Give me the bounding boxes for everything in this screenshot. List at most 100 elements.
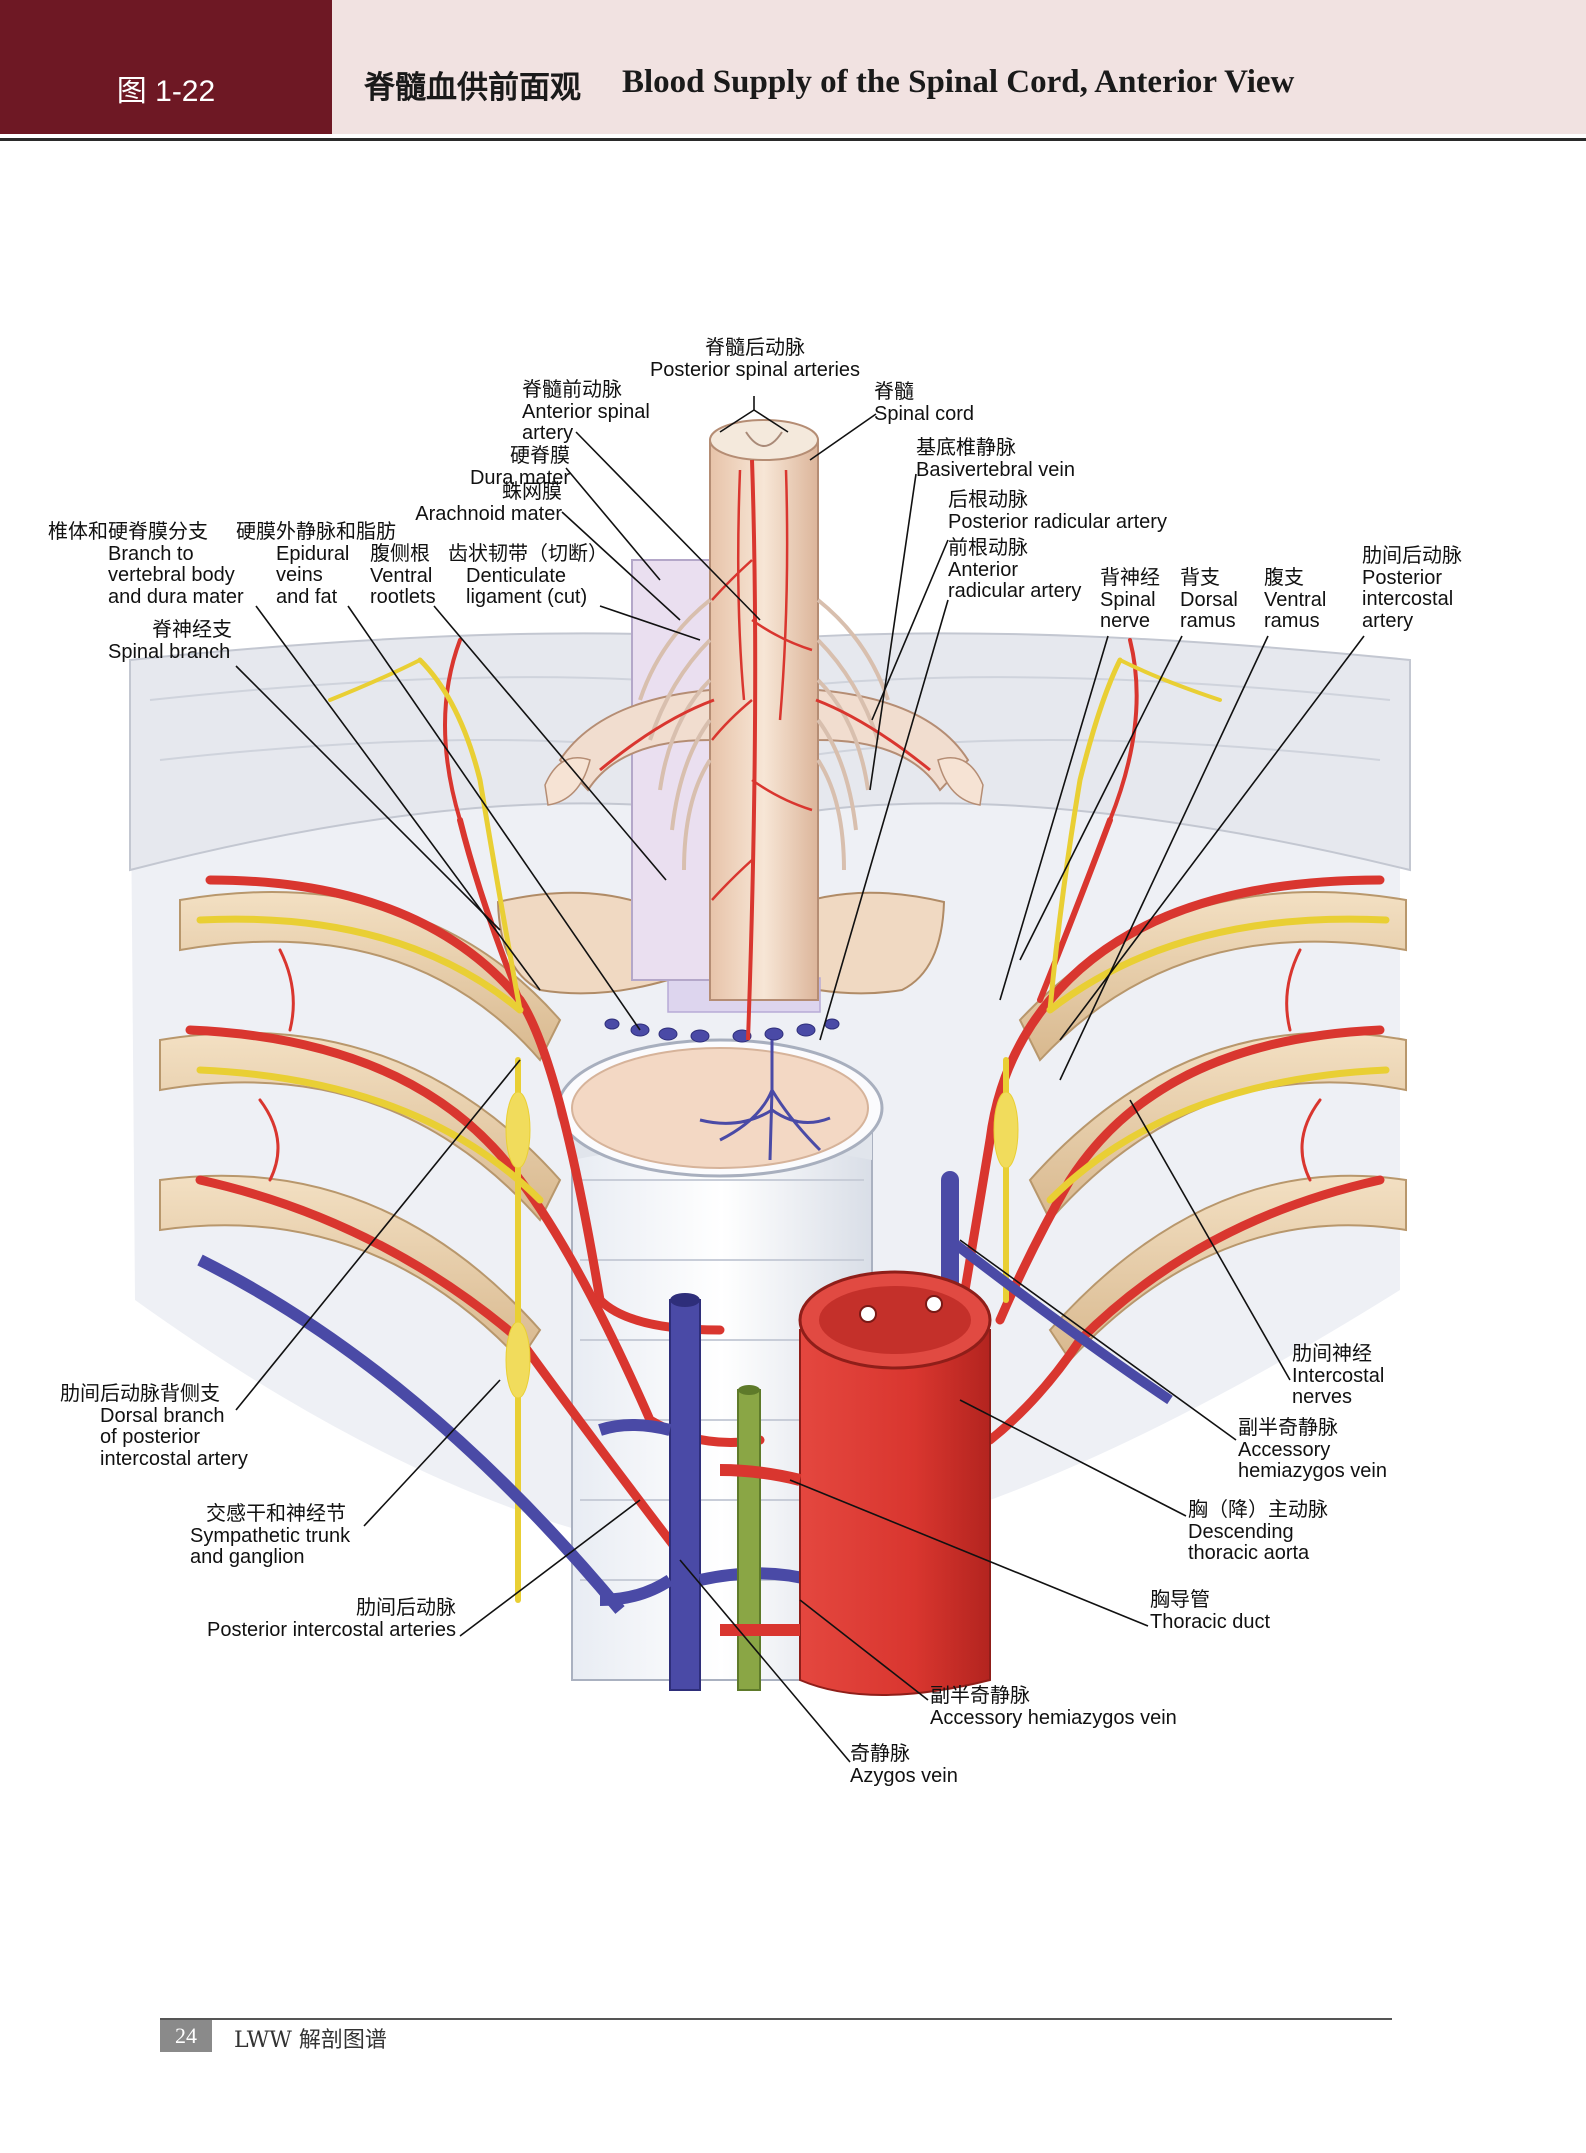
label-posterior-intercostal-arteries: 肋间后动脉 Posterior intercostal arteries bbox=[190, 1597, 456, 1641]
label-en: of posterior bbox=[100, 1426, 201, 1448]
label-en: Posterior intercostal arteries bbox=[207, 1618, 456, 1641]
label-dorsal-branch-posterior-intercostal: 肋间后动脉背侧支 Dorsal branch of posterior inte… bbox=[60, 1383, 248, 1470]
label-ventral-ramus: 腹支 Ventral ramus bbox=[1264, 567, 1326, 633]
label-cn: 脊髓 bbox=[874, 381, 914, 403]
label-cn: 脊髓前动脉 bbox=[522, 379, 622, 401]
spinal-arteries bbox=[599, 459, 931, 1041]
azygos-vein bbox=[197, 1254, 701, 1691]
label-en: Posterior bbox=[1362, 566, 1443, 589]
label-dorsal-ramus: 背支 Dorsal ramus bbox=[1180, 567, 1238, 633]
label-ventral-rootlets: 腹侧根 Ventral rootlets bbox=[370, 543, 436, 609]
label-en: Denticulate bbox=[466, 564, 567, 587]
figure-number-box: 图 1-22 bbox=[0, 0, 332, 134]
label-cn: 肋间后动脉背侧支 bbox=[60, 1383, 220, 1405]
label-cn: 肋间后动脉 bbox=[356, 1597, 456, 1619]
label-cn: 脊髓后动脉 bbox=[705, 337, 805, 359]
label-en: Accessory bbox=[1238, 1438, 1331, 1461]
label-accessory-hemiazygos-vein-right: 副半奇静脉 Accessory hemiazygos vein bbox=[1238, 1417, 1387, 1483]
label-en: ligament (cut) bbox=[466, 586, 588, 608]
label-dura-mater: 硬脊膜 Dura mater bbox=[430, 445, 570, 489]
label-spinal-branch: 脊神经支 Spinal branch bbox=[108, 619, 232, 663]
label-cn: 齿状韧带（切断） bbox=[448, 543, 608, 565]
label-anterior-radicular-artery: 前根动脉 Anterior radicular artery bbox=[948, 537, 1082, 603]
label-en: Spinal cord bbox=[874, 402, 975, 425]
ventral-rootlets bbox=[638, 598, 890, 871]
label-azygos-vein: 奇静脉 Azygos vein bbox=[850, 1743, 958, 1787]
label-en: Thoracic duct bbox=[1150, 1610, 1271, 1633]
label-en: Dura mater bbox=[469, 466, 570, 489]
label-en: Sympathetic trunk bbox=[190, 1524, 351, 1547]
label-en: Basivertebral vein bbox=[916, 458, 1075, 481]
page-number: 24 bbox=[160, 2020, 212, 2052]
label-en: Posterior radicular artery bbox=[948, 510, 1167, 533]
label-intercostal-nerves: 肋间神经 Intercostal nerves bbox=[1292, 1343, 1385, 1409]
basivertebral-vein bbox=[699, 1040, 831, 1161]
series-title: LWW 解剖图谱 bbox=[234, 2028, 387, 2053]
label-en: artery bbox=[522, 422, 574, 444]
label-en: nerves bbox=[1292, 1386, 1353, 1408]
figure-number: 图 1-22 bbox=[116, 75, 216, 108]
label-cn: 腹支 bbox=[1264, 567, 1304, 589]
label-en: veins bbox=[276, 564, 323, 586]
label-spinal-cord: 脊髓 Spinal cord bbox=[874, 381, 975, 425]
label-cn: 后根动脉 bbox=[948, 489, 1028, 511]
label-en: nerve bbox=[1100, 610, 1151, 632]
label-en: ramus bbox=[1264, 610, 1320, 632]
label-accessory-hemiazygos-vein-bottom: 副半奇静脉 Accessory hemiazygos vein bbox=[930, 1685, 1177, 1729]
label-cn: 硬膜外静脉和脂肪 bbox=[236, 521, 396, 543]
label-cn: 椎体和硬脊膜分支 bbox=[48, 521, 208, 543]
label-cn: 交感干和神经节 bbox=[206, 1503, 346, 1525]
label-en: Dorsal branch bbox=[100, 1404, 225, 1427]
label-cn: 背支 bbox=[1180, 567, 1220, 589]
label-en: intercostal bbox=[1362, 588, 1454, 610]
label-en: radicular artery bbox=[948, 580, 1082, 602]
label-en: and fat bbox=[276, 585, 338, 608]
posterior-intercostal-arteries bbox=[185, 638, 1385, 1585]
label-posterior-radicular-artery: 后根动脉 Posterior radicular artery bbox=[948, 489, 1167, 533]
title-english: Blood Supply of the Spinal Cord, Anterio… bbox=[622, 64, 1295, 100]
label-sympathetic-trunk: 交感干和神经节 Sympathetic trunk and ganglion bbox=[190, 1503, 351, 1569]
label-cn: 副半奇静脉 bbox=[1238, 1417, 1338, 1439]
label-denticulate-ligament: 齿状韧带（切断） Denticulate ligament (cut) bbox=[448, 543, 608, 609]
label-en: Anterior spinal bbox=[522, 400, 650, 423]
title-band bbox=[332, 0, 1586, 134]
label-cn: 脊神经支 bbox=[152, 619, 232, 641]
header-rule bbox=[0, 138, 1586, 141]
label-arachnoid-mater: 蛛网膜 Arachnoid mater bbox=[390, 481, 562, 525]
label-cn: 硬脊膜 bbox=[510, 445, 570, 467]
title-chinese: 脊髓血供前面观 bbox=[364, 70, 581, 106]
label-en: and dura mater bbox=[108, 585, 244, 608]
label-posterior-intercostal-artery: 肋间后动脉 Posterior intercostal artery bbox=[1362, 545, 1462, 632]
label-cn: 胸（降）主动脉 bbox=[1188, 1499, 1328, 1521]
label-en: Azygos vein bbox=[850, 1764, 958, 1787]
label-en: thoracic aorta bbox=[1188, 1542, 1310, 1564]
label-descending-thoracic-aorta: 胸（降）主动脉 Descending thoracic aorta bbox=[1188, 1499, 1328, 1565]
footer-rule bbox=[160, 2018, 1392, 2020]
label-en: Epidural bbox=[276, 542, 350, 565]
label-en: Descending bbox=[1188, 1520, 1294, 1543]
leader-lines bbox=[235, 396, 1365, 1763]
label-en: Ventral bbox=[370, 564, 433, 587]
label-epidural-veins: 硬膜外静脉和脂肪 Epidural veins and fat bbox=[236, 521, 396, 608]
label-cn: 胸导管 bbox=[1150, 1589, 1210, 1611]
label-en: Intercostal bbox=[1292, 1364, 1385, 1387]
label-cn: 前根动脉 bbox=[948, 537, 1028, 559]
label-en: Branch to bbox=[108, 542, 194, 565]
label-cn: 肋间神经 bbox=[1292, 1343, 1372, 1365]
label-en: artery bbox=[1362, 609, 1414, 632]
label-cn: 腹侧根 bbox=[370, 543, 430, 565]
label-en: intercostal artery bbox=[100, 1447, 248, 1470]
label-en: Anterior bbox=[948, 558, 1019, 581]
label-en: Dorsal bbox=[1180, 588, 1238, 611]
label-en: and ganglion bbox=[190, 1546, 305, 1568]
page-header: 图 1-22 脊髓血供前面观 Blood Supply of the Spina… bbox=[0, 0, 1586, 134]
label-en: Spinal branch bbox=[108, 640, 231, 663]
label-thoracic-duct: 胸导管 Thoracic duct bbox=[1150, 1589, 1271, 1633]
label-cn: 肋间后动脉 bbox=[1362, 545, 1462, 567]
thoracic-duct bbox=[737, 1385, 761, 1691]
label-en: rootlets bbox=[370, 586, 436, 608]
label-en: ramus bbox=[1180, 610, 1236, 632]
label-en: Spinal bbox=[1100, 588, 1156, 611]
label-cn: 蛛网膜 bbox=[502, 481, 562, 503]
